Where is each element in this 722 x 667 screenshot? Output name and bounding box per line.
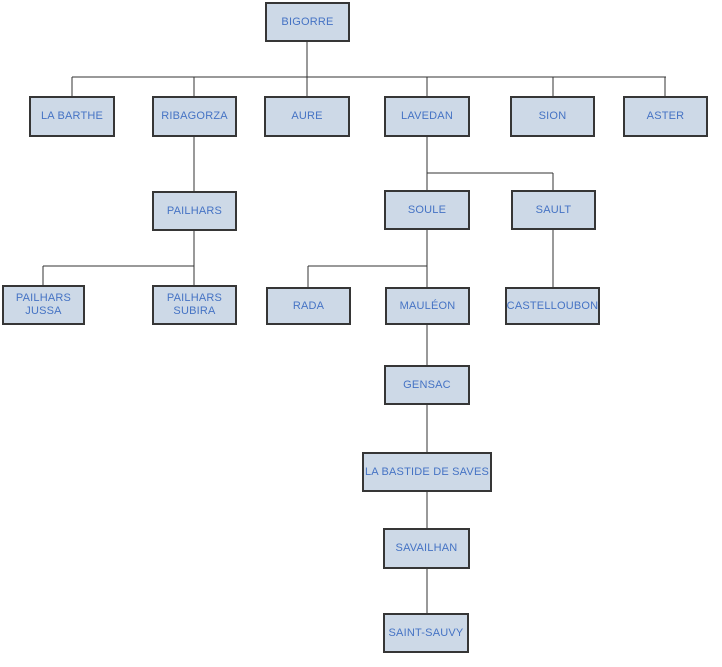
node-label: CASTELLOUBON: [506, 299, 599, 312]
node-lavedan[interactable]: LAVEDAN: [384, 96, 479, 146]
node-label: SAULT: [535, 203, 572, 216]
node-label: SAINT-SAUVY: [388, 626, 464, 639]
node-label: LA BARTHE: [40, 110, 104, 122]
node-bigorre[interactable]: BIGORRE: [265, 2, 359, 51]
node-label: SOULE: [407, 203, 447, 216]
node-aster[interactable]: ASTER: [623, 96, 717, 146]
node-saint-sauvy[interactable]: SAINT-SAUVY: [383, 613, 478, 662]
node-label: RIBAGORZA: [161, 110, 228, 122]
node-rada[interactable]: RADA: [266, 287, 360, 334]
node-pailhars-subira[interactable]: PAILHARS SUBIRA: [152, 285, 246, 334]
node-label: BIGORRE: [281, 15, 334, 28]
node-label: PAILHARS JUSSA: [15, 292, 72, 317]
node-label: PAILHARS SUBIRA: [166, 292, 223, 317]
node-label: LA BASTIDE DE SAVES: [364, 465, 490, 478]
node-mauleon[interactable]: MAULÉON: [385, 287, 479, 334]
node-label: RADA: [292, 299, 325, 312]
node-castelloubon[interactable]: CASTELLOUBON: [505, 287, 609, 334]
node-label: GENSAC: [403, 378, 451, 391]
node-pailhars-jussa[interactable]: PAILHARS JUSSA: [2, 285, 94, 334]
node-savailhan[interactable]: SAVAILHAN: [383, 528, 479, 578]
node-sault[interactable]: SAULT: [511, 190, 605, 239]
node-la-barthe[interactable]: LA BARTHE: [29, 96, 124, 146]
node-label: AURE: [291, 110, 323, 122]
node-pailhars[interactable]: PAILHARS: [152, 191, 246, 240]
node-gensac[interactable]: GENSAC: [384, 365, 479, 414]
node-label: ASTER: [646, 110, 685, 122]
node-sion[interactable]: SION: [510, 96, 604, 146]
node-la-bastide-de-saves[interactable]: LA BASTIDE DE SAVES: [362, 452, 501, 501]
node-ribagorza[interactable]: RIBAGORZA: [152, 96, 246, 146]
node-label: LAVEDAN: [401, 110, 453, 122]
node-label: SION: [538, 110, 567, 122]
node-label: MAULÉON: [399, 299, 456, 312]
node-label: SAVAILHAN: [395, 542, 458, 554]
node-label: PAILHARS: [166, 204, 223, 217]
node-soule[interactable]: SOULE: [384, 190, 479, 239]
node-aure[interactable]: AURE: [264, 96, 359, 146]
